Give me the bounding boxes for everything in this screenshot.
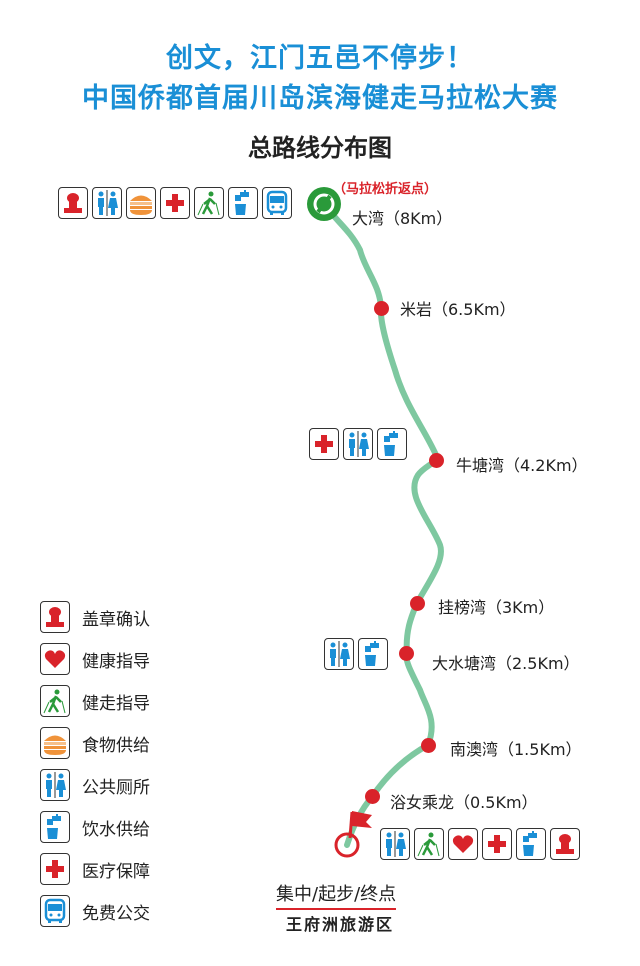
checkpoint-dot <box>399 646 414 661</box>
checkpoint-dot <box>410 596 425 611</box>
checkpoint-dot <box>365 789 380 804</box>
legend-label: 食物供给 <box>82 735 150 756</box>
hiking-icon <box>194 187 224 219</box>
legend-label: 饮水供给 <box>82 819 150 840</box>
legend-item: 医疗保障 <box>40 848 150 890</box>
legend-item: 食物供给 <box>40 722 150 764</box>
checkpoint-facilities <box>324 638 392 670</box>
start-flag-icon <box>352 811 372 828</box>
legend-item: 健走指导 <box>40 680 150 722</box>
toilet-icon <box>324 638 354 670</box>
checkpoint-label: 米岩（6.5Km） <box>400 300 516 319</box>
bus-icon <box>40 895 70 927</box>
turnaround-label: 大湾（8Km） <box>352 209 453 228</box>
checkpoint-label: 南澳湾（1.5Km） <box>450 740 582 759</box>
checkpoint-facilities <box>309 428 411 460</box>
medical-icon <box>309 428 339 460</box>
turnaround-facilities <box>58 187 296 219</box>
hiking-icon <box>414 828 444 860</box>
water-icon <box>40 811 70 843</box>
stamp-icon <box>40 601 70 633</box>
toilet-icon <box>380 828 410 860</box>
water-icon <box>228 187 258 219</box>
toilet-icon <box>40 769 70 801</box>
toilet-icon <box>92 187 122 219</box>
start-facilities <box>380 828 584 860</box>
food-icon <box>126 187 156 219</box>
checkpoint-label: 牛塘湾（4.2Km） <box>456 456 588 475</box>
legend-item: 公共厕所 <box>40 764 150 806</box>
heart-icon <box>448 828 478 860</box>
checkpoint-dot <box>421 738 436 753</box>
legend-item: 免费公交 <box>40 890 150 932</box>
start-label: 集中/起步/终点 <box>276 880 397 910</box>
checkpoint-label: 挂榜湾（3Km） <box>438 598 555 617</box>
water-icon <box>516 828 546 860</box>
heart-icon <box>40 643 70 675</box>
food-icon <box>40 727 70 759</box>
legend-label: 健走指导 <box>82 693 150 714</box>
legend-item: 健康指导 <box>40 638 150 680</box>
water-icon <box>377 428 407 460</box>
bus-icon <box>262 187 292 219</box>
turnaround-icon <box>307 187 341 221</box>
legend-label: 医疗保障 <box>82 861 150 882</box>
checkpoint-dot <box>429 453 444 468</box>
checkpoint-label: 大水塘湾（2.5Km） <box>432 654 580 673</box>
legend: 盖章确认健康指导健走指导食物供给公共厕所饮水供给医疗保障免费公交 <box>40 596 150 932</box>
toilet-icon <box>343 428 373 460</box>
hiking-icon <box>40 685 70 717</box>
start-place: 王府洲旅游区 <box>286 915 395 934</box>
medical-icon <box>482 828 512 860</box>
medical-icon <box>160 187 190 219</box>
legend-item: 饮水供给 <box>40 806 150 848</box>
map-subtitle: 总路线分布图 <box>248 134 392 162</box>
stamp-icon <box>550 828 580 860</box>
legend-label: 公共厕所 <box>82 777 150 798</box>
legend-label: 盖章确认 <box>82 609 150 630</box>
medical-icon <box>40 853 70 885</box>
legend-label: 健康指导 <box>82 651 150 672</box>
checkpoint-dot <box>374 301 389 316</box>
start-circle <box>334 832 360 858</box>
water-icon <box>358 638 388 670</box>
legend-label: 免费公交 <box>82 903 150 924</box>
stamp-icon <box>58 187 88 219</box>
checkpoint-label: 浴女乘龙（0.5Km） <box>390 793 538 812</box>
title-line-1: 创文，江门五邑不停步！ <box>166 43 474 74</box>
title-line-2: 中国侨都首届川岛滨海健走马拉松大赛 <box>82 83 558 114</box>
turnaround-note: （马拉松折返点） <box>333 182 438 197</box>
legend-item: 盖章确认 <box>40 596 150 638</box>
